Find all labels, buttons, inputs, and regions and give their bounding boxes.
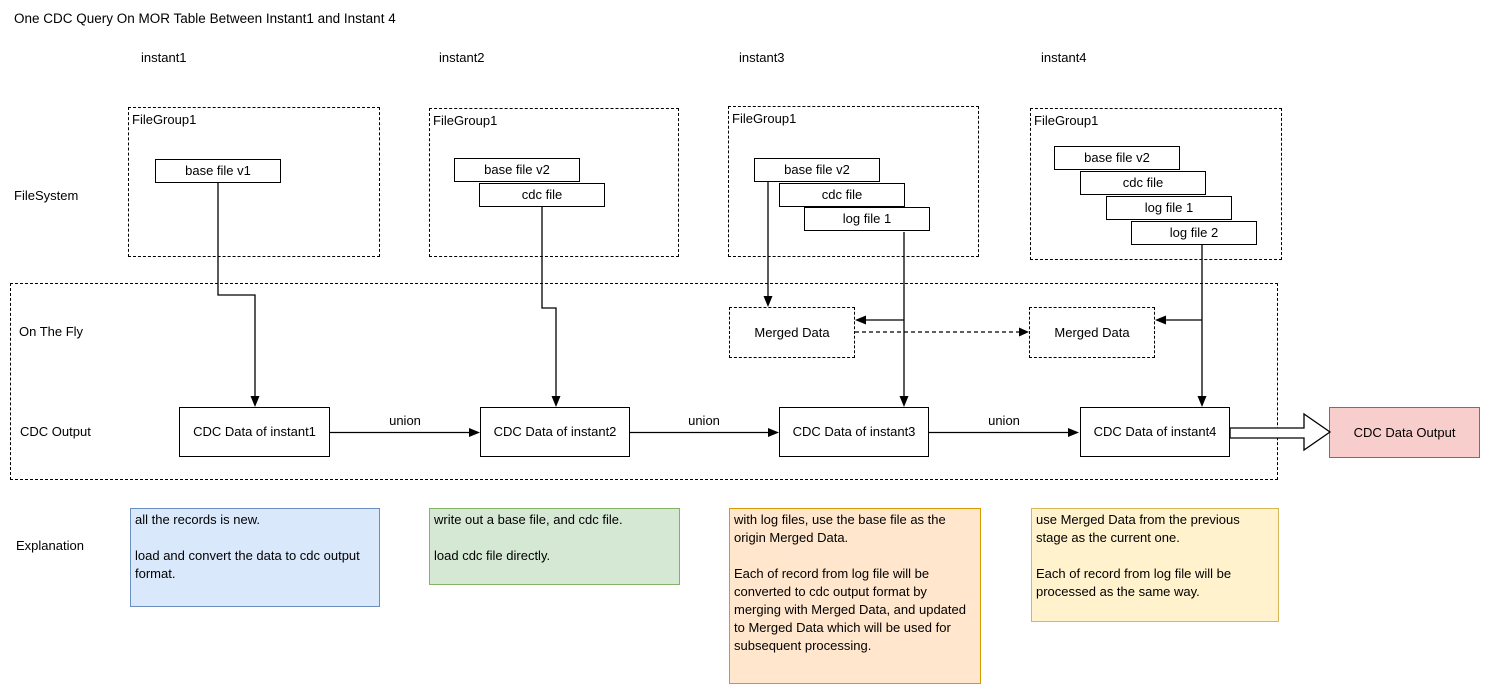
column-label-instant3: instant3 xyxy=(739,50,785,65)
cdc-data-box-instant2: CDC Data of instant2 xyxy=(480,407,630,457)
cdc-data-box-instant1: CDC Data of instant1 xyxy=(179,407,330,457)
file-box-base-v2: base file v2 xyxy=(454,158,580,182)
file-box-log1: log file 1 xyxy=(1106,196,1232,220)
diagram-title: One CDC Query On MOR Table Between Insta… xyxy=(14,11,396,26)
file-box-base-v2: base file v2 xyxy=(754,158,880,182)
filegroup-label: FileGroup1 xyxy=(732,111,797,126)
cdc-data-output-box: CDC Data Output xyxy=(1329,407,1480,458)
file-box-cdc: cdc file xyxy=(779,183,905,207)
column-label-instant2: instant2 xyxy=(439,50,485,65)
explanation-box-instant1: all the records is new. load and convert… xyxy=(130,508,380,607)
union-label-1: union xyxy=(389,413,421,428)
file-box-base-v1: base file v1 xyxy=(155,159,281,183)
cdc-data-box-instant4: CDC Data of instant4 xyxy=(1080,407,1230,457)
union-label-2: union xyxy=(688,413,720,428)
filegroup-label: FileGroup1 xyxy=(433,113,498,128)
cdc-data-box-instant3: CDC Data of instant3 xyxy=(779,407,929,457)
file-box-cdc: cdc file xyxy=(479,183,605,207)
processing-boundary-box xyxy=(10,283,1278,480)
filegroup-label: FileGroup1 xyxy=(1034,113,1099,128)
row-label-explanation: Explanation xyxy=(16,538,84,553)
file-box-cdc: cdc file xyxy=(1080,171,1206,195)
filegroup-box-instant3: FileGroup1 xyxy=(728,106,979,257)
row-label-cdc-output: CDC Output xyxy=(20,424,91,439)
explanation-box-instant2: write out a base file, and cdc file. loa… xyxy=(429,508,680,585)
explanation-box-instant3: with log files, use the base file as the… xyxy=(729,508,981,684)
union-label-3: union xyxy=(988,413,1020,428)
merged-data-box-instant3: Merged Data xyxy=(729,307,855,358)
row-label-on-the-fly: On The Fly xyxy=(19,324,84,339)
merged-data-box-instant4: Merged Data xyxy=(1029,307,1155,358)
explanation-box-instant4: use Merged Data from the previous stage … xyxy=(1031,508,1279,622)
column-label-instant1: instant1 xyxy=(141,50,187,65)
column-label-instant4: instant4 xyxy=(1041,50,1087,65)
filegroup-label: FileGroup1 xyxy=(132,112,197,127)
file-box-base-v2: base file v2 xyxy=(1054,146,1180,170)
file-box-log2: log file 2 xyxy=(1131,221,1257,245)
file-box-log1: log file 1 xyxy=(804,207,930,231)
filegroup-box-instant4: FileGroup1 xyxy=(1030,108,1282,260)
row-label-filesystem: FileSystem xyxy=(14,188,79,203)
